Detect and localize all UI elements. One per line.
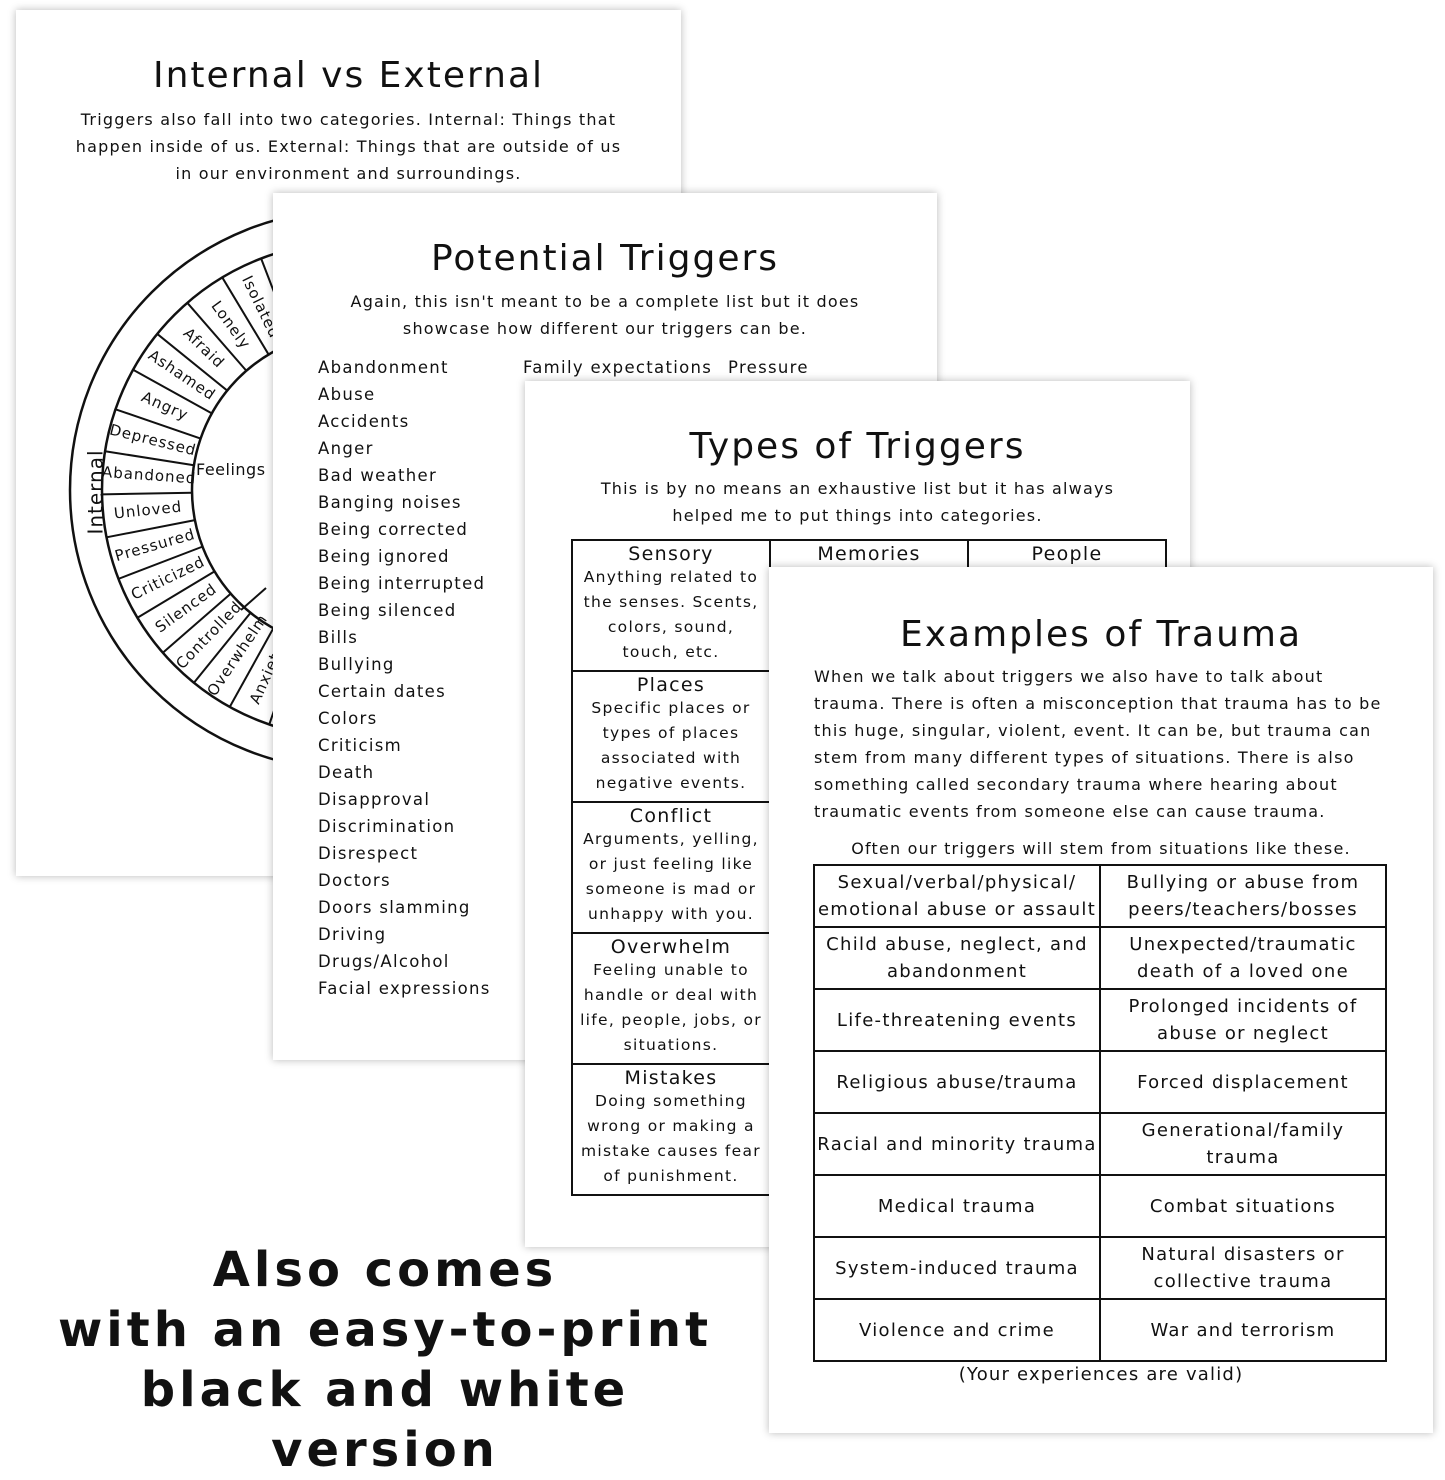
trauma-example: Violence and crime [813, 1298, 1101, 1362]
intro-text: This is by no means an exhaustive list b… [600, 479, 1115, 525]
trigger-item: Family expectations [523, 358, 713, 377]
trigger-item: Colors [318, 709, 378, 728]
trigger-item: Accidents [318, 412, 410, 431]
trauma-example: Forced displacement [1099, 1050, 1387, 1114]
footer-text: (Your experiences are valid) [958, 1364, 1244, 1385]
trigger-type-name: Places [636, 674, 706, 696]
trauma-example: Medical trauma [813, 1174, 1101, 1238]
wheel-divider [156, 333, 228, 392]
wheel-divider [132, 368, 213, 415]
trigger-type-name: Mistakes [624, 1067, 718, 1089]
wheel-divider [221, 276, 270, 356]
promo-line: black and white version [140, 1362, 630, 1478]
trigger-item: Abuse [318, 385, 376, 404]
trauma-example: Bullying or abuse from peers/teachers/bo… [1099, 864, 1387, 928]
trauma-example: Unexpected/traumatic death of a loved on… [1099, 926, 1387, 990]
intro-text: Again, this isn't meant to be a complete… [350, 292, 860, 338]
wheel-divider [136, 570, 216, 619]
wheel-divider [118, 545, 203, 580]
trigger-item: Pressure [728, 358, 809, 377]
trigger-item: Disapproval [318, 790, 431, 809]
trigger-item: Disrespect [318, 844, 419, 863]
trigger-item: Criticism [318, 736, 402, 755]
trauma-example: System-induced trauma [813, 1236, 1101, 1300]
trauma-example: Prolonged incidents of abuse or neglect [1099, 988, 1387, 1052]
wheel-divider [106, 519, 196, 539]
trigger-type-header: People [1031, 543, 1103, 565]
lead-text: Often our triggers will stem from situat… [851, 839, 1351, 858]
intro-text: When we talk about triggers we also have… [814, 667, 1382, 821]
trigger-item: Doors slamming [318, 898, 471, 917]
trigger-type-name: Conflict [629, 805, 713, 827]
trigger-type-name: Sensory [628, 543, 714, 565]
trigger-type-description: Specific places or types of places assoc… [591, 699, 751, 792]
trigger-item: Driving [318, 925, 387, 944]
trigger-item: Certain dates [318, 682, 447, 701]
trigger-type-description: Anything related to the senses. Scents, … [583, 568, 759, 661]
trigger-item: Bullying [318, 655, 395, 674]
trauma-example: Life-threatening events [813, 988, 1101, 1052]
trauma-example: Religious abuse/trauma [813, 1050, 1101, 1114]
wheel-divider [115, 408, 201, 440]
trigger-type-description: Arguments, yelling, or just feeling like… [583, 830, 759, 923]
trauma-example: Child abuse, neglect, and abandonment [813, 926, 1101, 990]
wheel-divider [186, 302, 248, 372]
trigger-type-header: Memories [817, 543, 921, 565]
intro-text: Triggers also fall into two categories. … [75, 110, 622, 183]
trigger-item: Being interrupted [318, 574, 486, 593]
trauma-example: Racial and minority trauma [813, 1112, 1101, 1176]
table-row: Sexual/verbal/physical/ emotional abuse … [813, 864, 1387, 928]
trigger-item: Being ignored [318, 547, 450, 566]
promo-line: Also comes [212, 1242, 558, 1298]
trigger-item: Drugs/Alcohol [318, 952, 450, 971]
trigger-item: Bad weather [318, 466, 438, 485]
trigger-item: Bills [318, 628, 359, 647]
trauma-example: Generational/family trauma [1099, 1112, 1387, 1176]
trigger-item: Discrimination [318, 817, 456, 836]
trigger-item: Death [318, 763, 375, 782]
trigger-item: Abandonment [318, 358, 449, 377]
trigger-type-name: Overwhelm [610, 936, 732, 958]
wheel-divider [162, 592, 232, 654]
trigger-item: Doctors [318, 871, 391, 890]
wheel-divider [102, 491, 193, 496]
examples-of-trauma-page: Examples of Trauma When we talk about tr… [769, 567, 1433, 1433]
page-title: Types of Triggers [689, 426, 1026, 467]
trigger-type-description: Doing something wrong or making a mistak… [581, 1092, 761, 1185]
internal-ring-label: Internal [83, 449, 108, 535]
page-title: Internal vs External [152, 55, 545, 96]
trauma-example: Combat situations [1099, 1174, 1387, 1238]
trigger-item: Being corrected [318, 520, 469, 539]
promo-line: with an easy-to-print [57, 1302, 713, 1358]
page-title: Examples of Trauma [899, 614, 1303, 655]
trigger-item: Facial expressions [318, 979, 491, 998]
trigger-item: Banging noises [318, 493, 462, 512]
trauma-example: War and terrorism [1099, 1298, 1387, 1362]
trauma-example: Sexual/verbal/physical/ emotional abuse … [813, 864, 1101, 928]
trauma-example: Natural disasters or collective trauma [1099, 1236, 1387, 1300]
wheel-divider [104, 450, 195, 467]
trigger-item: Anger [318, 439, 374, 458]
wheel-divider [193, 612, 252, 684]
trigger-type-description: Feeling unable to handle or deal with li… [580, 961, 762, 1054]
trauma-table: Sexual/verbal/physical/ emotional abuse … [813, 864, 1387, 1362]
center-label: Feelings [196, 460, 266, 479]
page-title: Potential Triggers [430, 238, 780, 279]
trigger-item: Being silenced [318, 601, 457, 620]
promo-text: Also comes with an easy-to-print black a… [30, 1240, 740, 1480]
wheel-divider [228, 627, 275, 708]
